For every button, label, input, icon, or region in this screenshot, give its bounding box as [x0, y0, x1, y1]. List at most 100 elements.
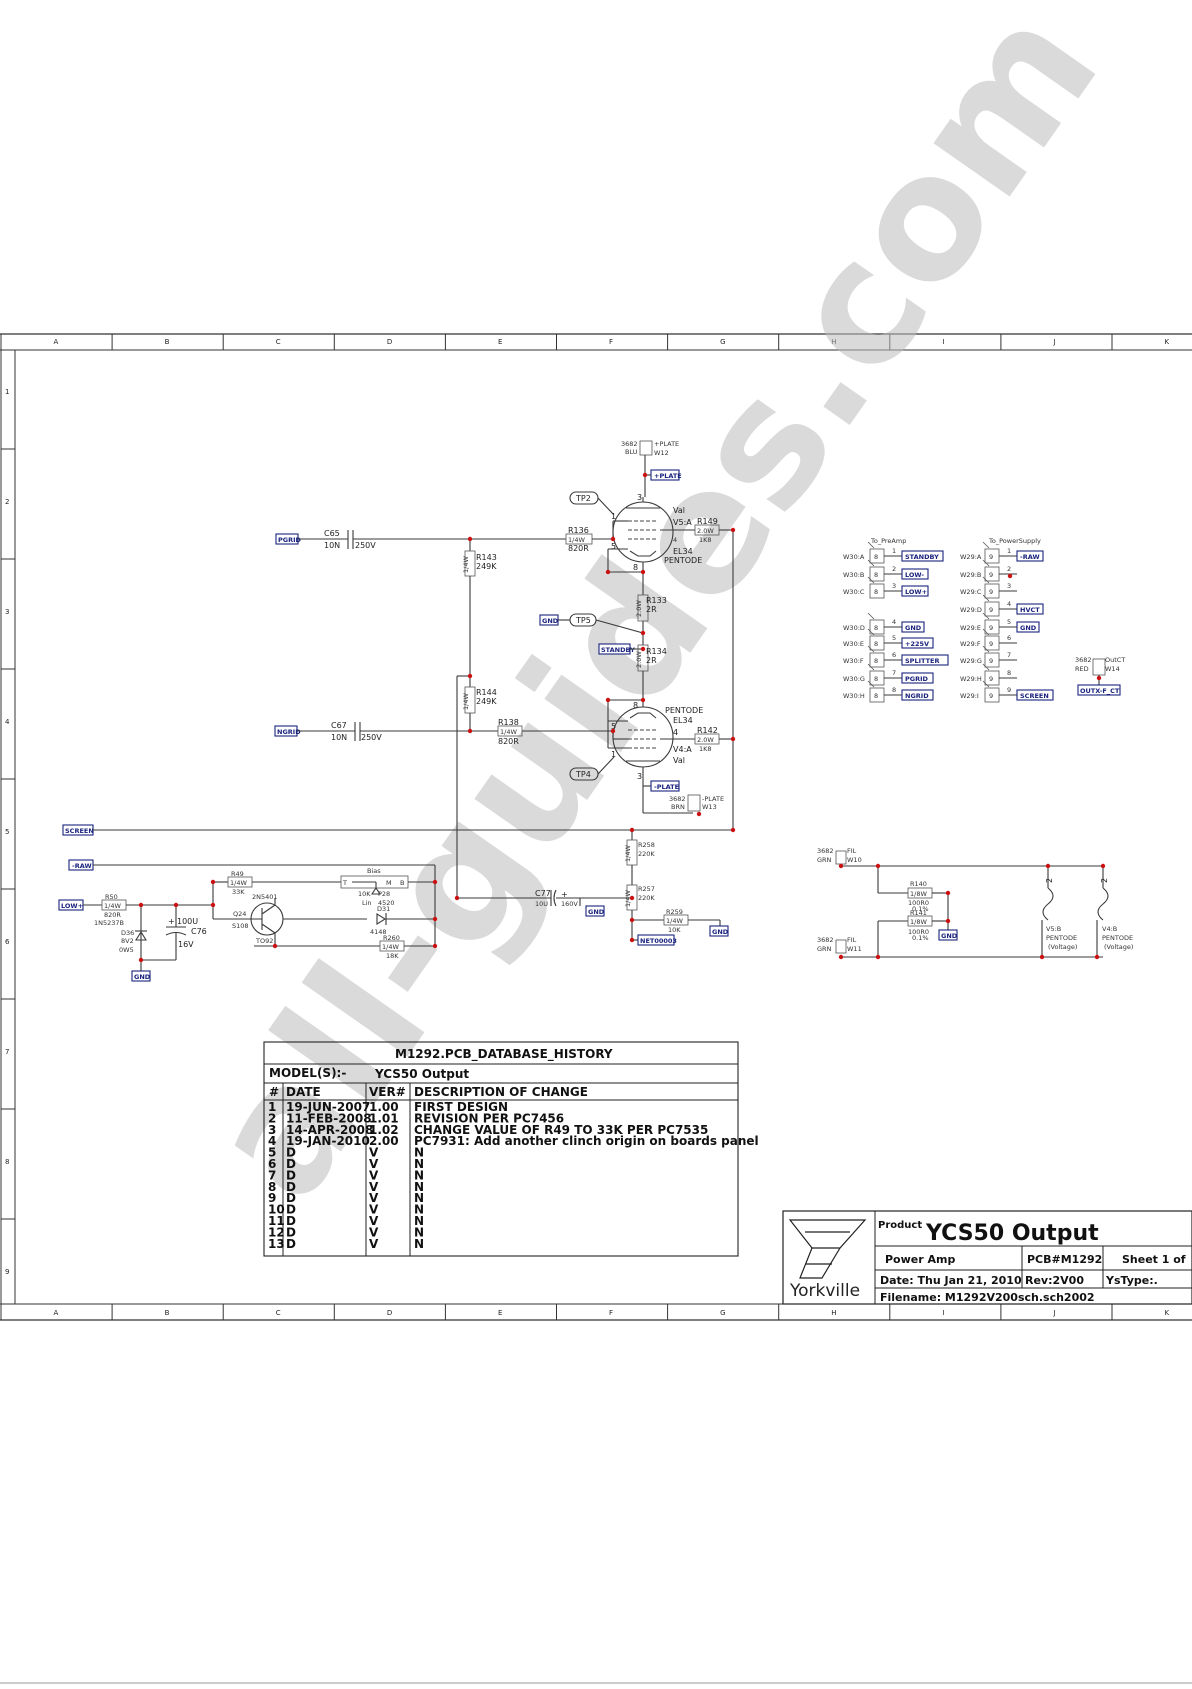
r142-power: 2.0W — [697, 736, 714, 744]
v4b-ref: V4:B — [1102, 925, 1117, 933]
connector-num: 7 — [892, 669, 896, 677]
v5-ref: V5:A — [673, 518, 692, 527]
history-cell: N — [414, 1214, 424, 1228]
grid-row-9: 9 — [5, 1268, 9, 1276]
v4-pin3: 3 — [637, 772, 642, 781]
w14-part: 3682 — [1075, 656, 1092, 664]
d36-voltage: 8V2 — [121, 937, 134, 945]
w13-part: 3682 — [669, 795, 686, 803]
grid-col-h: H — [831, 1309, 836, 1317]
grid-col-c: C — [276, 338, 281, 346]
r49-ref: R49 — [231, 870, 244, 878]
r141-ref: R141 — [910, 909, 927, 917]
net-screen — [1016, 689, 1054, 701]
history-models-label: MODEL(S):- — [269, 1066, 346, 1080]
history-models-value: YCS50 Output — [374, 1067, 469, 1081]
history-cell: 4 — [268, 1134, 276, 1148]
r258-power: 1/4W — [624, 845, 632, 862]
history-cell: 12 — [268, 1225, 285, 1239]
history-cell: V — [369, 1237, 379, 1251]
r149-power: 2.0W — [697, 527, 714, 535]
c67-value: 10N — [331, 733, 347, 742]
r149-value: 1K8 — [699, 536, 712, 544]
connector-ref: W30:B — [843, 571, 864, 579]
r260-value: 18K — [386, 952, 399, 960]
grid-col-f: F — [609, 1309, 613, 1317]
grid-col-k: K — [1165, 338, 1170, 346]
net--225v — [901, 637, 934, 649]
connector-ref: W29:G — [960, 657, 982, 665]
w12-color: BLU — [625, 448, 638, 456]
date: Date: Thu Jan 21, 2010 — [880, 1274, 1022, 1287]
net-raw-left-label: -RAW — [72, 862, 92, 870]
w13-connector — [687, 794, 701, 812]
grid-col-g: G — [720, 338, 725, 346]
w11-part: 3682 — [817, 936, 834, 944]
connector-pin: 9 — [989, 640, 993, 648]
grid-col-k: K — [1165, 1309, 1170, 1317]
history-cell: 11-FEB-2008 — [286, 1111, 372, 1125]
pcb-number: PCB#M1292 — [1027, 1253, 1102, 1266]
history-cell: 1.01 — [369, 1111, 399, 1125]
grid-row-3: 3 — [5, 608, 9, 616]
v5-pin1: 1 — [611, 512, 616, 521]
history-cell: N — [414, 1168, 424, 1182]
connector-num: 6 — [1007, 634, 1011, 642]
filament-section: 3682 GRN FIL W10 3682 GRN FIL W11 R140 1… — [817, 847, 1133, 958]
r260-power: 1/4W — [382, 943, 399, 951]
history-col-date: DATE — [286, 1085, 321, 1099]
d36-ref: D36 — [121, 929, 134, 937]
connector-num: 7 — [1007, 651, 1011, 659]
r141-power: 1/8W — [910, 918, 927, 926]
r138-value: 820R — [498, 737, 519, 746]
connector-ref: W29:I — [960, 692, 979, 700]
history-col-desc: DESCRIPTION OF CHANGE — [414, 1085, 588, 1099]
history-cell: V — [369, 1146, 379, 1160]
history-cell: 1.00 — [369, 1100, 399, 1114]
net-gnd-fil-label: GND — [941, 932, 958, 940]
v5-pin8: 8 — [633, 563, 638, 572]
q24-part: 2N5401 — [252, 893, 278, 901]
v4-pin5: 5 — [611, 722, 616, 731]
bias-m: M — [386, 879, 392, 887]
q24-code: S108 — [232, 922, 249, 930]
r142-ref: R142 — [697, 726, 718, 735]
r134-power: 2.0W — [635, 651, 643, 668]
connector-num: 8 — [892, 686, 896, 694]
connector-pin: 8 — [874, 657, 878, 665]
r257-value: 220K — [638, 894, 655, 902]
r133-ref: R133 — [646, 596, 667, 605]
connector-ref: W30:F — [843, 657, 864, 665]
grid-col-i: I — [942, 1309, 944, 1317]
w14-ref: W14 — [1105, 665, 1120, 673]
history-cell: D — [286, 1237, 296, 1251]
v4-kind: PENTODE — [665, 706, 703, 715]
net-gnd-tp5-label: GND — [542, 617, 559, 625]
connector-ref: W29:F — [960, 640, 981, 648]
grid-bias-chain: R143 249K 1/4W R144 249K 1/4W — [456, 539, 530, 899]
c67-voltage: 250V — [361, 733, 382, 742]
connector-pin: 8 — [874, 624, 878, 632]
net-standby — [901, 550, 944, 562]
r144-ref: R144 — [476, 688, 497, 697]
r50-value: 820R — [104, 911, 121, 919]
connector-num: 2 — [892, 565, 896, 573]
logo-text: Yorkville — [789, 1281, 860, 1301]
tp5-label: TP5 — [575, 616, 591, 625]
v5-type: EL34 — [673, 547, 693, 556]
net-splitter — [901, 654, 949, 666]
connector-ref: W29:B — [960, 571, 981, 579]
connector-net-label: SPLITTER — [905, 657, 939, 665]
history-cell: 10 — [268, 1203, 285, 1217]
connector-ref: W30:C — [843, 588, 865, 596]
connector-num: 2 — [1007, 565, 1011, 573]
c76-value: 100U — [177, 917, 198, 926]
r259-ref: R259 — [666, 908, 683, 916]
c77-voltage: 160V — [561, 900, 578, 908]
w14-connector — [1092, 658, 1106, 676]
grid-col-a: A — [54, 338, 59, 346]
net-plus-plate-1-label: +PLATE — [654, 472, 682, 480]
